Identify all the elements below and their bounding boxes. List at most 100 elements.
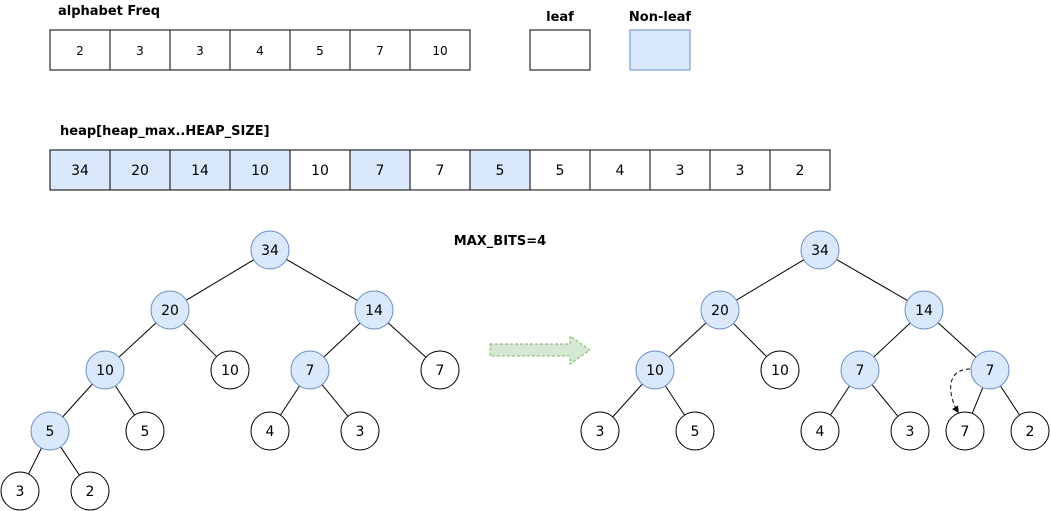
after-node-value: 2 <box>1026 424 1035 440</box>
heap-cell <box>529 149 591 191</box>
before-nonleaf-node <box>354 290 394 330</box>
after-node-value: 7 <box>986 363 995 379</box>
before-edge <box>62 383 93 418</box>
before-nonleaf-node <box>290 350 330 390</box>
freq-cell-value: 10 <box>432 44 447 58</box>
after-edge <box>1000 385 1020 416</box>
after-leaf-node <box>760 350 800 390</box>
after-edge <box>665 385 685 416</box>
legend-leaf-label: leaf <box>546 10 574 25</box>
before-edge <box>115 385 135 416</box>
before-edge <box>118 322 157 358</box>
before-edge <box>286 259 358 301</box>
after-leaf-node <box>945 411 985 451</box>
after-leaf-node <box>890 411 930 451</box>
after-node-value: 7 <box>961 424 970 440</box>
after-node-value: 34 <box>811 243 829 259</box>
heap-cell <box>289 149 351 191</box>
after-node-value: 4 <box>816 424 825 440</box>
before-edge <box>28 447 42 475</box>
after-node-value: 3 <box>906 424 915 440</box>
freq-cell-value: 3 <box>136 44 144 58</box>
after-leaf-node <box>1010 411 1050 451</box>
before-node-value: 3 <box>356 424 365 440</box>
before-leaf-node <box>125 411 165 451</box>
before-node-value: 5 <box>46 424 55 440</box>
before-leaf-node <box>210 350 250 390</box>
after-leaf-node <box>800 411 840 451</box>
before-node-value: 7 <box>436 363 445 379</box>
freq-title: alphabet Freq <box>58 4 160 19</box>
after-edge <box>971 387 984 414</box>
after-node-value: 10 <box>646 363 664 379</box>
heap-cell <box>589 149 651 191</box>
heap-cell <box>709 149 771 191</box>
after-node-value: 7 <box>856 363 865 379</box>
after-nonleaf-node <box>700 290 740 330</box>
freq-cell <box>409 29 471 71</box>
after-leaf-node <box>580 411 620 451</box>
after-node-value: 20 <box>711 303 729 319</box>
before-node-value: 10 <box>96 363 114 379</box>
after-node-value: 3 <box>596 424 605 440</box>
before-nonleaf-node <box>85 350 125 390</box>
heap-cell-value: 2 <box>796 163 805 179</box>
heap-cell-value: 14 <box>191 163 209 179</box>
after-edge <box>836 259 908 301</box>
after-edge <box>873 322 911 358</box>
heap-cell-value: 3 <box>736 163 745 179</box>
heap-title: heap[heap_max..HEAP_SIZE] <box>60 124 270 139</box>
after-edge <box>736 259 804 301</box>
freq-cell <box>289 29 351 71</box>
heap-cell <box>109 149 171 191</box>
before-edge <box>183 323 217 357</box>
before-node-value: 7 <box>306 363 315 379</box>
before-node-value: 20 <box>161 303 179 319</box>
after-edge <box>830 385 850 416</box>
freq-cell <box>169 29 231 71</box>
freq-cell-value: 2 <box>76 44 84 58</box>
freq-cell <box>349 29 411 71</box>
heap-cell <box>49 149 111 191</box>
after-nonleaf-node <box>800 230 840 270</box>
before-leaf-node <box>0 471 40 511</box>
before-edge <box>387 322 427 358</box>
before-nonleaf-node <box>30 411 70 451</box>
legend-nonleaf-label: Non-leaf <box>629 10 692 25</box>
heap-cell-value: 3 <box>676 163 685 179</box>
heap-cell-value: 10 <box>311 163 329 179</box>
before-node-value: 34 <box>261 243 279 259</box>
before-node-value: 2 <box>86 484 95 500</box>
after-edge <box>871 384 899 417</box>
before-edge <box>60 446 80 476</box>
before-leaf-node <box>250 411 290 451</box>
heap-cell-value: 20 <box>131 163 149 179</box>
move-arrow <box>950 368 971 414</box>
freq-cell <box>49 29 111 71</box>
before-edge <box>186 259 254 301</box>
heap-cell-value: 34 <box>71 163 89 179</box>
before-node-value: 14 <box>365 303 383 319</box>
heap-cell <box>649 149 711 191</box>
heap-cell-value: 5 <box>496 163 505 179</box>
legend-leaf-box <box>529 29 591 71</box>
legend-nonleaf-box <box>629 29 691 71</box>
heap-cell-value: 5 <box>556 163 565 179</box>
after-edge <box>733 323 767 357</box>
heap-cell-value: 7 <box>436 163 445 179</box>
heap-cell <box>349 149 411 191</box>
after-edge <box>612 383 643 418</box>
after-node-value: 14 <box>915 303 933 319</box>
before-leaf-node <box>340 411 380 451</box>
after-node-value: 5 <box>691 424 700 440</box>
freq-cell-value: 4 <box>256 44 264 58</box>
before-leaf-node <box>70 471 110 511</box>
before-node-value: 3 <box>16 484 25 500</box>
freq-cell-value: 3 <box>196 44 204 58</box>
max-bits-label: MAX_BITS=4 <box>454 234 546 249</box>
heap-cell <box>769 149 831 191</box>
after-edge <box>937 322 977 358</box>
